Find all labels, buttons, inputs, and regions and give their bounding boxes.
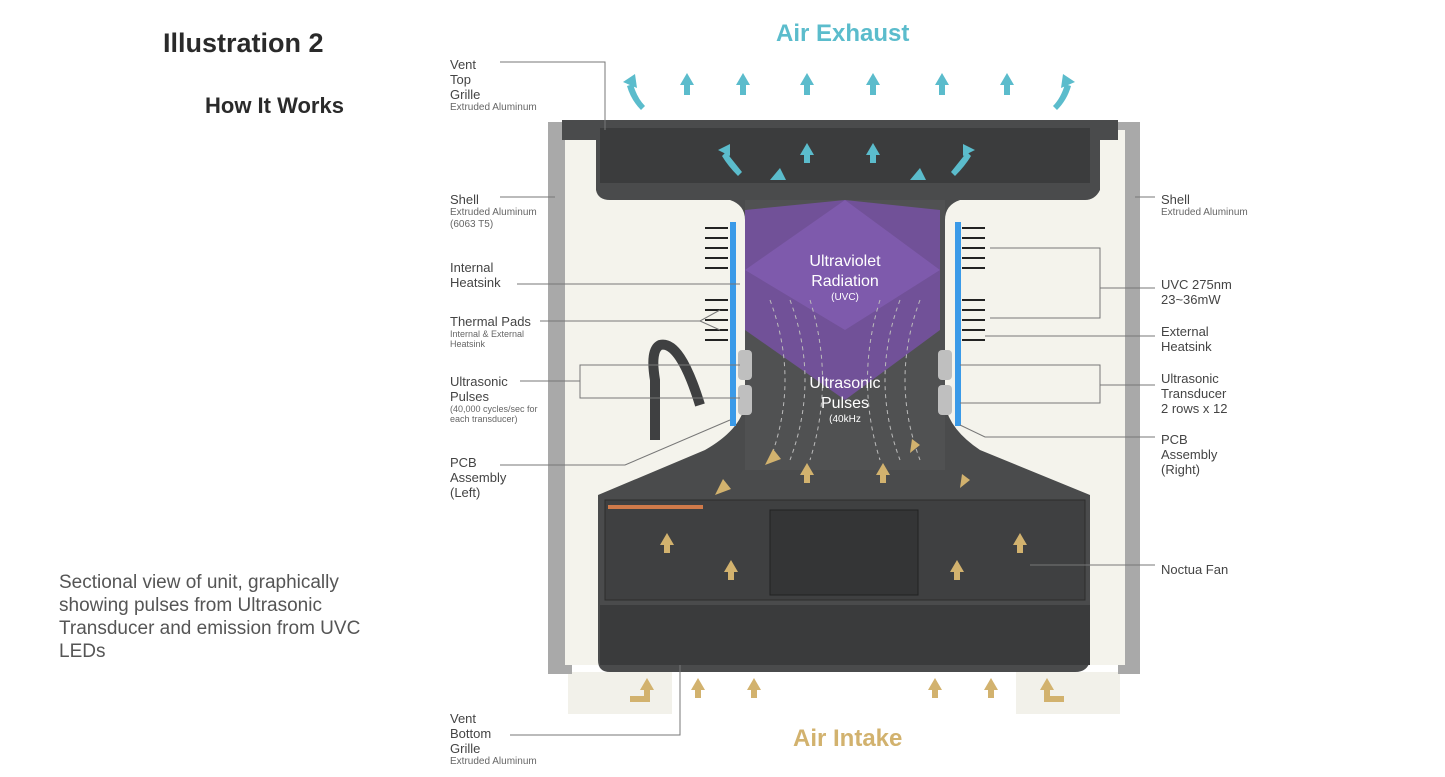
- intake-arrows: [630, 439, 1064, 702]
- label-text: (40,000 cycles/sec for each transducer): [450, 404, 538, 424]
- air-intake-label: Air Intake: [793, 725, 903, 752]
- heatsink-left: [705, 227, 728, 341]
- label-text: PCB Assembly (Left): [450, 455, 507, 500]
- heatsink-right: [962, 227, 985, 341]
- label-text: Shell: [450, 192, 479, 207]
- label-text: Internal Heatsink: [450, 260, 501, 290]
- ultrasonic-wave-lines: [769, 299, 921, 461]
- us-sub: (40kHz: [829, 414, 861, 425]
- uv-radiation-label: Ultraviolet Radiation (UVC): [785, 252, 905, 304]
- ultrasonic-pulses-center-label: Ultrasonic Pulses (40kHz: [785, 374, 905, 426]
- label-text: Ultrasonic Transducer 2 rows x 12: [1161, 371, 1228, 416]
- pcb-right: [955, 222, 961, 426]
- label-text: Ultrasonic Pulses: [450, 374, 508, 404]
- foot-left: [568, 672, 672, 714]
- description: Sectional view of unit, graphically show…: [59, 572, 361, 662]
- label-text: External Heatsink: [1161, 324, 1212, 354]
- label-text: Thermal Pads: [450, 314, 531, 329]
- label-ultrasonic-pulses: Ultrasonic Pulses(40,000 cycles/sec for …: [450, 374, 538, 424]
- label-text: Extruded Aluminum: [450, 102, 537, 113]
- label-text: PCB Assembly (Right): [1161, 432, 1218, 477]
- label-text: UVC 275nm 23~36mW: [1161, 277, 1232, 307]
- page-subtitle: How It Works: [205, 93, 344, 118]
- pipe-left: [648, 339, 705, 440]
- uv-overlap: [745, 200, 940, 330]
- label-text: Extruded Aluminum: [1161, 207, 1248, 218]
- exhaust-arrows: [623, 73, 1075, 180]
- transducers: [738, 350, 952, 415]
- label-external-heatsink: External Heatsink: [1161, 324, 1221, 354]
- uv-title: Ultraviolet Radiation: [809, 253, 881, 290]
- label-text: Internal & External Heatsink: [450, 329, 525, 349]
- fan-gasket: [608, 505, 703, 509]
- uv-sub: (UVC): [831, 292, 859, 303]
- air-exhaust-label: Air Exhaust: [776, 20, 910, 47]
- bottom-grille: [600, 605, 1090, 665]
- fan-hub: [769, 509, 919, 596]
- label-text: Shell: [1161, 192, 1190, 207]
- label-uvc-led: UVC 275nm 23~36mW: [1161, 277, 1236, 307]
- label-internal-heatsink: Internal Heatsink: [450, 260, 510, 290]
- pcb-left: [730, 222, 736, 426]
- leader-lines: [500, 61, 1155, 736]
- label-pcb-right: PCB Assembly (Right): [1161, 432, 1226, 477]
- label-noctua-fan: Noctua Fan: [1161, 562, 1261, 577]
- foot-right: [1016, 672, 1120, 714]
- page-title: Illustration 2: [163, 28, 324, 58]
- label-text: Extruded Aluminum: [450, 756, 537, 767]
- label-pcb-left: PCB Assembly (Left): [450, 455, 510, 500]
- label-text: Vent Bottom Grille: [450, 711, 492, 756]
- us-title: Ultrasonic Pulses: [809, 375, 881, 412]
- label-ultrasonic-transducer: Ultrasonic Transducer 2 rows x 12: [1161, 371, 1236, 416]
- label-text: Noctua Fan: [1161, 562, 1229, 577]
- top-grille: [600, 128, 1090, 183]
- label-text: Vent Top Grille: [450, 57, 481, 102]
- label-text: Extruded Aluminum (6063 T5): [450, 207, 537, 230]
